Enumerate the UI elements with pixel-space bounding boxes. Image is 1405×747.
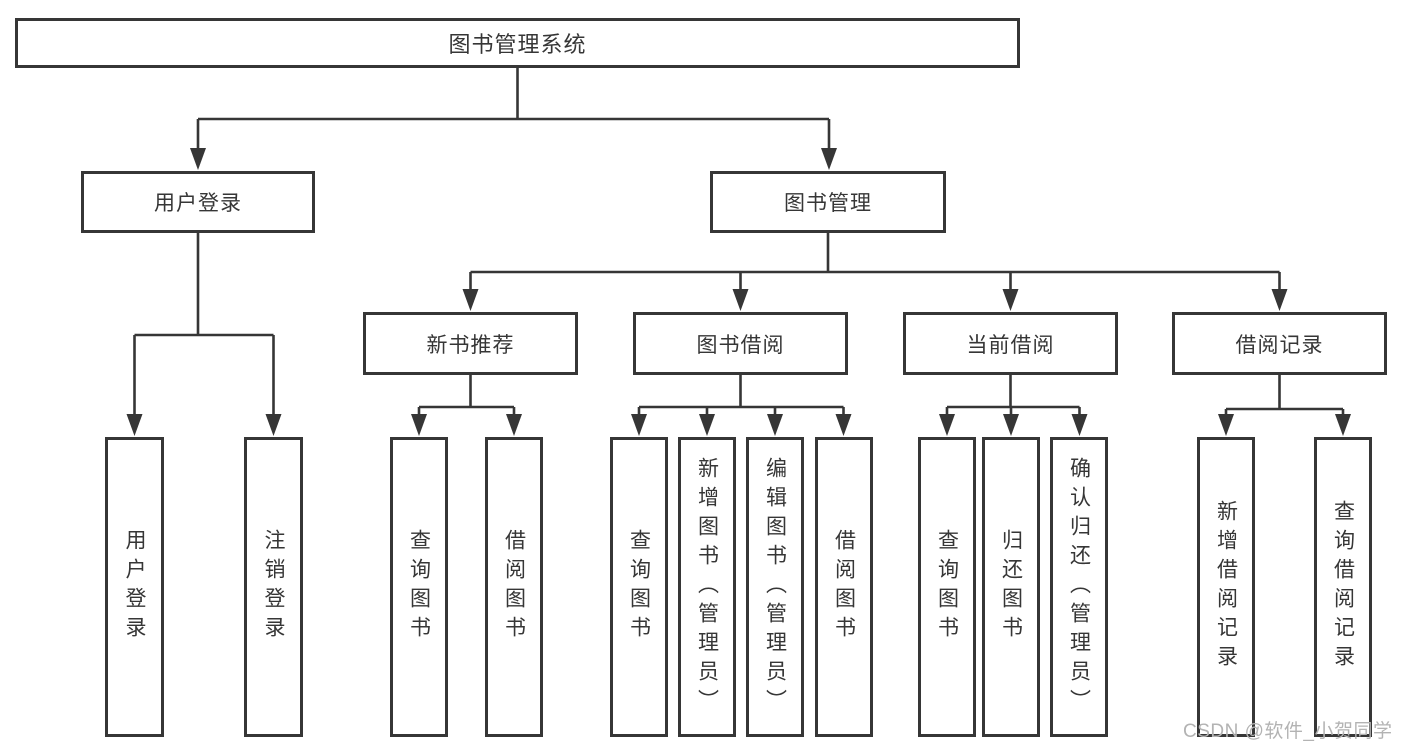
arrowhead <box>190 148 206 170</box>
arrowhead <box>732 289 749 311</box>
node-label: 注销登录 <box>262 529 285 645</box>
node-label: 借阅图书 <box>832 529 856 645</box>
arrowhead <box>411 414 427 436</box>
node-label: 图书借阅 <box>696 333 785 357</box>
connector-book-management-to-level2 <box>462 233 1288 311</box>
node-current-borrow: 当前借阅 <box>903 312 1118 375</box>
arrowhead <box>506 414 522 436</box>
arrowhead <box>1002 289 1019 311</box>
node-leaf-borrow-edit-books: 编辑图书（管理员） <box>746 437 804 737</box>
node-label: 确认归还（管理员） <box>1067 456 1091 718</box>
node-user-login: 用户登录 <box>81 171 315 233</box>
arrowhead <box>265 414 282 436</box>
node-label: 查询图书 <box>407 529 431 645</box>
node-label: 用户登录 <box>154 192 242 215</box>
connector-current-borrow-to-leaves <box>939 375 1088 436</box>
arrowhead <box>1071 414 1088 436</box>
node-leaf-logout: 注销登录 <box>244 437 303 737</box>
node-borrow-records: 借阅记录 <box>1172 312 1387 375</box>
node-label: 编辑图书（管理员） <box>763 456 787 718</box>
connector-line <box>1224 375 1345 416</box>
node-leaf-borrow-add-books: 新增图书（管理员） <box>678 437 736 737</box>
connector-line <box>945 375 1081 416</box>
node-label: 查询借阅记录 <box>1331 500 1355 674</box>
arrowhead <box>631 414 647 436</box>
arrowhead <box>939 414 955 436</box>
arrowhead <box>699 414 715 436</box>
node-leaf-records-query-record: 查询借阅记录 <box>1314 437 1372 737</box>
connector-user-login-to-leaves <box>126 233 282 436</box>
node-label: 用户登录 <box>123 529 146 645</box>
node-leaf-borrow-query-books: 查询图书 <box>610 437 668 737</box>
node-library-management-system: 图书管理系统 <box>15 18 1020 68</box>
node-leaf-recommend-query-books: 查询图书 <box>390 437 448 737</box>
connector-root-to-level1 <box>190 68 837 170</box>
node-label: 查询图书 <box>935 529 959 645</box>
csdn-watermark: CSDN @软件_小贺同学 <box>1183 721 1393 742</box>
node-leaf-recommend-borrow-books: 借阅图书 <box>485 437 543 737</box>
node-label: 当前借阅 <box>966 333 1055 357</box>
node-book-management: 图书管理 <box>710 171 946 233</box>
node-label: 归还图书 <box>999 529 1023 645</box>
node-label: 图书管理 <box>784 192 872 215</box>
connector-line <box>417 375 516 416</box>
node-label: 借阅图书 <box>502 529 526 645</box>
node-leaf-current-confirm-return: 确认归还（管理员） <box>1050 437 1108 737</box>
node-leaf-current-query-books: 查询图书 <box>918 437 976 737</box>
node-leaf-current-return-books: 归还图书 <box>982 437 1040 737</box>
arrowhead <box>462 289 479 311</box>
node-book-borrow: 图书借阅 <box>633 312 848 375</box>
node-label: 新增图书（管理员） <box>695 456 719 718</box>
connector-line <box>196 68 831 150</box>
connector-line <box>133 233 275 416</box>
arrowhead <box>835 414 852 436</box>
connector-line <box>469 233 1281 291</box>
connector-book-borrow-to-leaves <box>631 375 852 436</box>
arrowhead <box>1271 289 1288 311</box>
node-label: 新书推荐 <box>426 333 515 357</box>
arrowhead <box>1335 414 1351 436</box>
connector-line <box>637 375 845 416</box>
node-label: 查询图书 <box>627 529 651 645</box>
node-new-book-recommend: 新书推荐 <box>363 312 578 375</box>
node-leaf-borrow-borrow-books: 借阅图书 <box>815 437 873 737</box>
connector-new-book-recommend-to-leaves <box>411 375 522 436</box>
node-label: 图书管理系统 <box>448 32 587 57</box>
arrowhead <box>821 148 837 170</box>
node-label: 新增借阅记录 <box>1214 500 1238 674</box>
node-label: 借阅记录 <box>1235 333 1324 357</box>
node-leaf-user-login: 用户登录 <box>105 437 164 737</box>
arrowhead <box>1003 414 1019 436</box>
arrowhead <box>126 414 143 436</box>
node-leaf-records-add-record: 新增借阅记录 <box>1197 437 1255 737</box>
arrowhead <box>1218 414 1234 436</box>
connector-borrow-records-to-leaves <box>1218 375 1351 436</box>
arrowhead <box>767 414 783 436</box>
